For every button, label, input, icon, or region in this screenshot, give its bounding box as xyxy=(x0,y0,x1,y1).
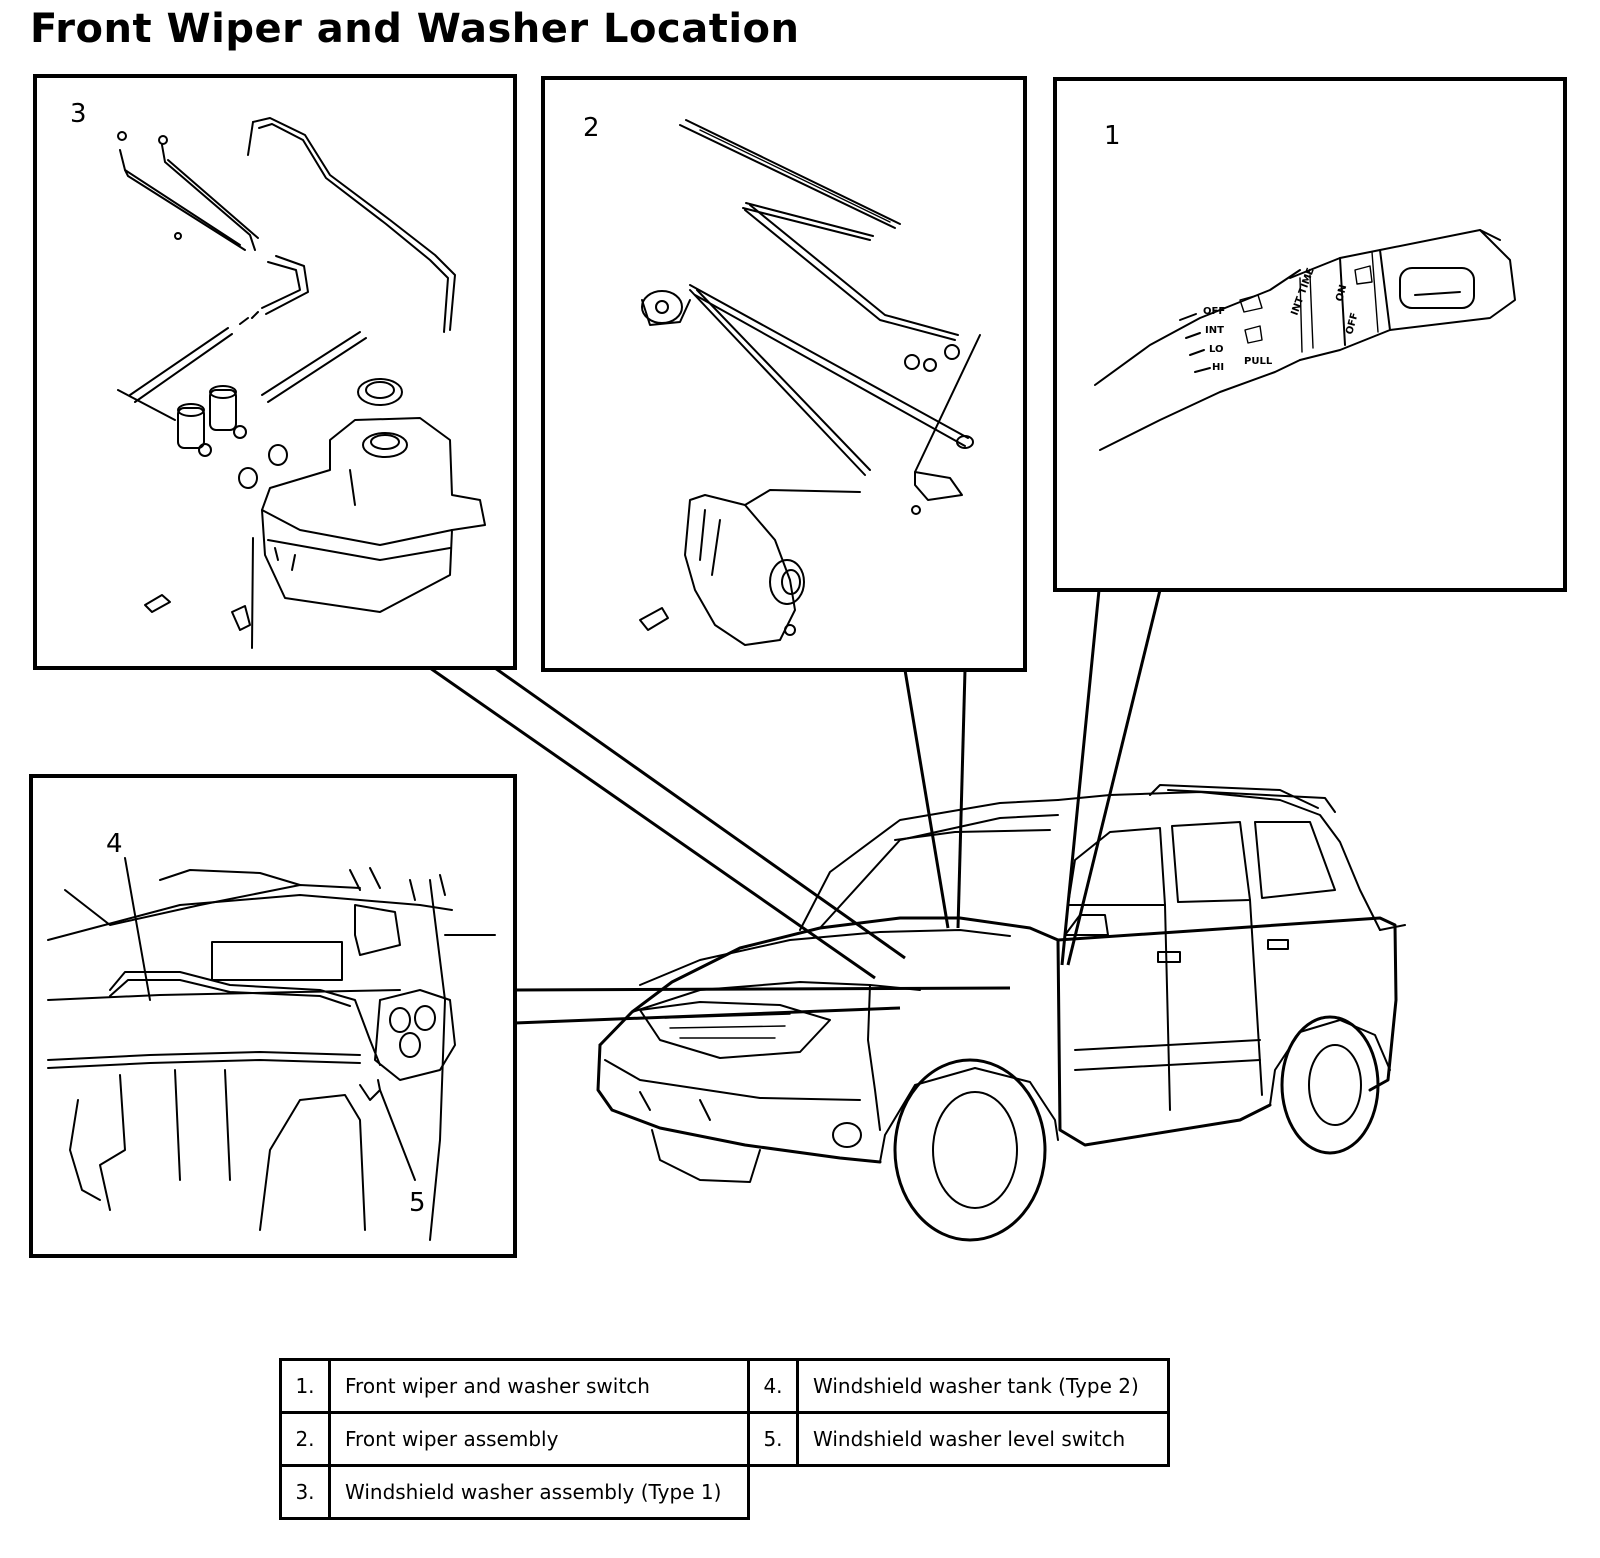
switch-label-off: OFF xyxy=(1203,306,1225,317)
box-wiper-switch xyxy=(1053,77,1567,592)
legend-text-2: Front wiper assembly xyxy=(328,1411,750,1467)
legend-empty-cell xyxy=(798,1466,1169,1519)
callout-5: 5 xyxy=(409,1188,426,1218)
legend-row: 2. Front wiper assembly 5. Windshield wa… xyxy=(279,1411,1170,1467)
legend-row: 1. Front wiper and washer switch 4. Wind… xyxy=(279,1358,1170,1414)
legend-text-1: Front wiper and washer switch xyxy=(328,1358,750,1414)
location-diagram: 3 2 xyxy=(29,74,1567,1258)
callout-1: 1 xyxy=(1104,121,1121,151)
callout-2: 2 xyxy=(583,113,600,143)
legend-number-5: 5. xyxy=(747,1411,799,1467)
wiper-assembly-illustration xyxy=(639,119,981,646)
legend-text-5: Windshield washer level switch xyxy=(796,1411,1170,1467)
legend-table: 1. Front wiper and washer switch 4. Wind… xyxy=(279,1358,1170,1520)
legend-empty-cell xyxy=(749,1466,798,1519)
switch-label-hi: HI xyxy=(1212,362,1224,373)
vehicle-illustration xyxy=(596,784,1406,1242)
washer-symbol-icon xyxy=(1239,265,1373,344)
washer-assembly-illustration xyxy=(117,117,486,649)
legend-row: 3. Windshield washer assembly (Type 1) xyxy=(279,1464,1169,1520)
legend-number-3: 3. xyxy=(279,1464,331,1520)
box-washer-assembly xyxy=(33,74,517,670)
box-wiper-assembly xyxy=(541,76,1027,672)
callout-3: 3 xyxy=(70,99,87,129)
callout-4: 4 xyxy=(106,829,123,859)
switch-label-on: ON xyxy=(1334,284,1349,303)
legend-number-4: 4. xyxy=(747,1358,799,1414)
page-title: Front Wiper and Washer Location xyxy=(30,6,800,52)
legend-number-2: 2. xyxy=(279,1411,331,1467)
switch-label-pull: PULL xyxy=(1244,356,1273,367)
legend-text-4: Windshield washer tank (Type 2) xyxy=(796,1358,1170,1414)
legend-text-3: Windshield washer assembly (Type 1) xyxy=(328,1464,750,1520)
switch-label-lo: LO xyxy=(1209,344,1224,355)
switch-label-int: INT xyxy=(1205,325,1224,336)
washer-tank-illustration xyxy=(47,857,496,1241)
legend-number-1: 1. xyxy=(279,1358,331,1414)
wiper-switch-illustration xyxy=(1094,229,1516,451)
